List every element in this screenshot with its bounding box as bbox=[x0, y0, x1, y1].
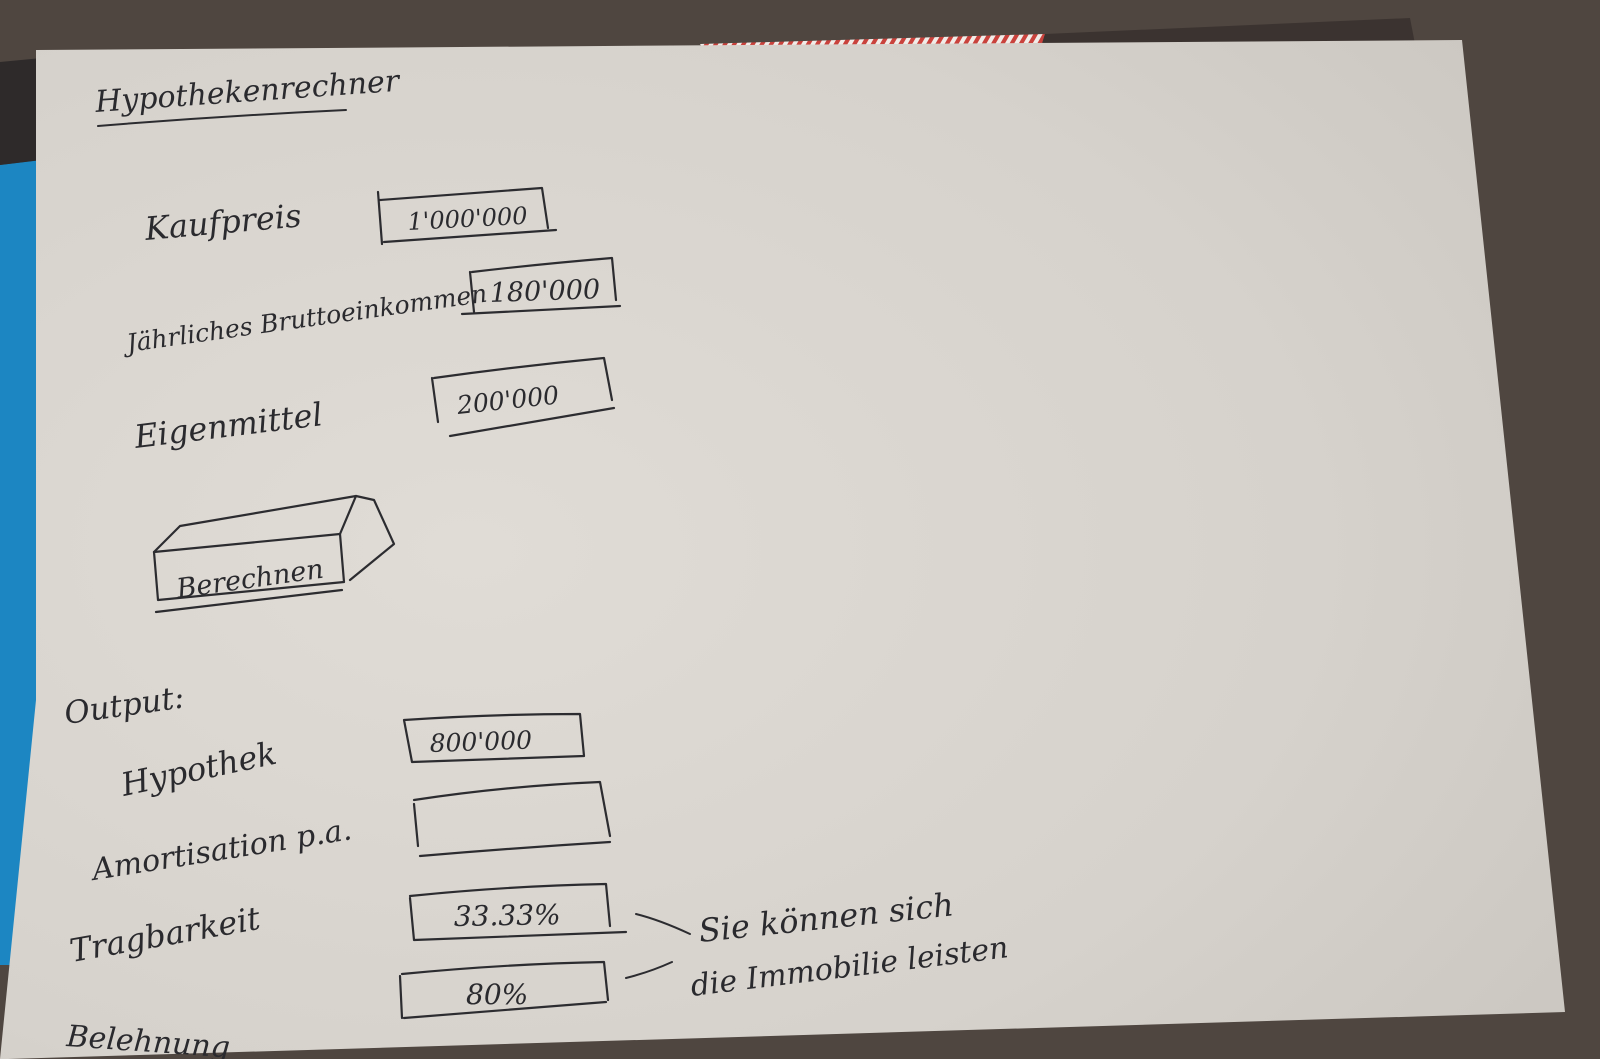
loan-to-value-value: 80% bbox=[466, 978, 528, 1011]
note-connector-bottom bbox=[625, 961, 673, 979]
mortgage-value: 800'000 bbox=[429, 725, 532, 758]
gross-income-value: 180'000 bbox=[489, 274, 601, 309]
affordability-value: 33.33% bbox=[454, 898, 561, 933]
note-connector-top bbox=[635, 913, 691, 935]
mortgage-output: 800'000 bbox=[402, 712, 586, 764]
loan-to-value-output: 80% bbox=[398, 960, 610, 1020]
title-underline bbox=[97, 109, 347, 127]
dark-object bbox=[0, 58, 42, 165]
amortization-output bbox=[412, 780, 612, 858]
affordability-output: 33.33% bbox=[408, 882, 628, 942]
paper-sheet bbox=[0, 40, 1565, 1059]
gross-income-input[interactable]: 180'000 bbox=[460, 256, 622, 316]
purchase-price-value: 1'000'000 bbox=[407, 202, 528, 236]
purchase-price-input[interactable]: 1'000'000 bbox=[376, 186, 558, 246]
